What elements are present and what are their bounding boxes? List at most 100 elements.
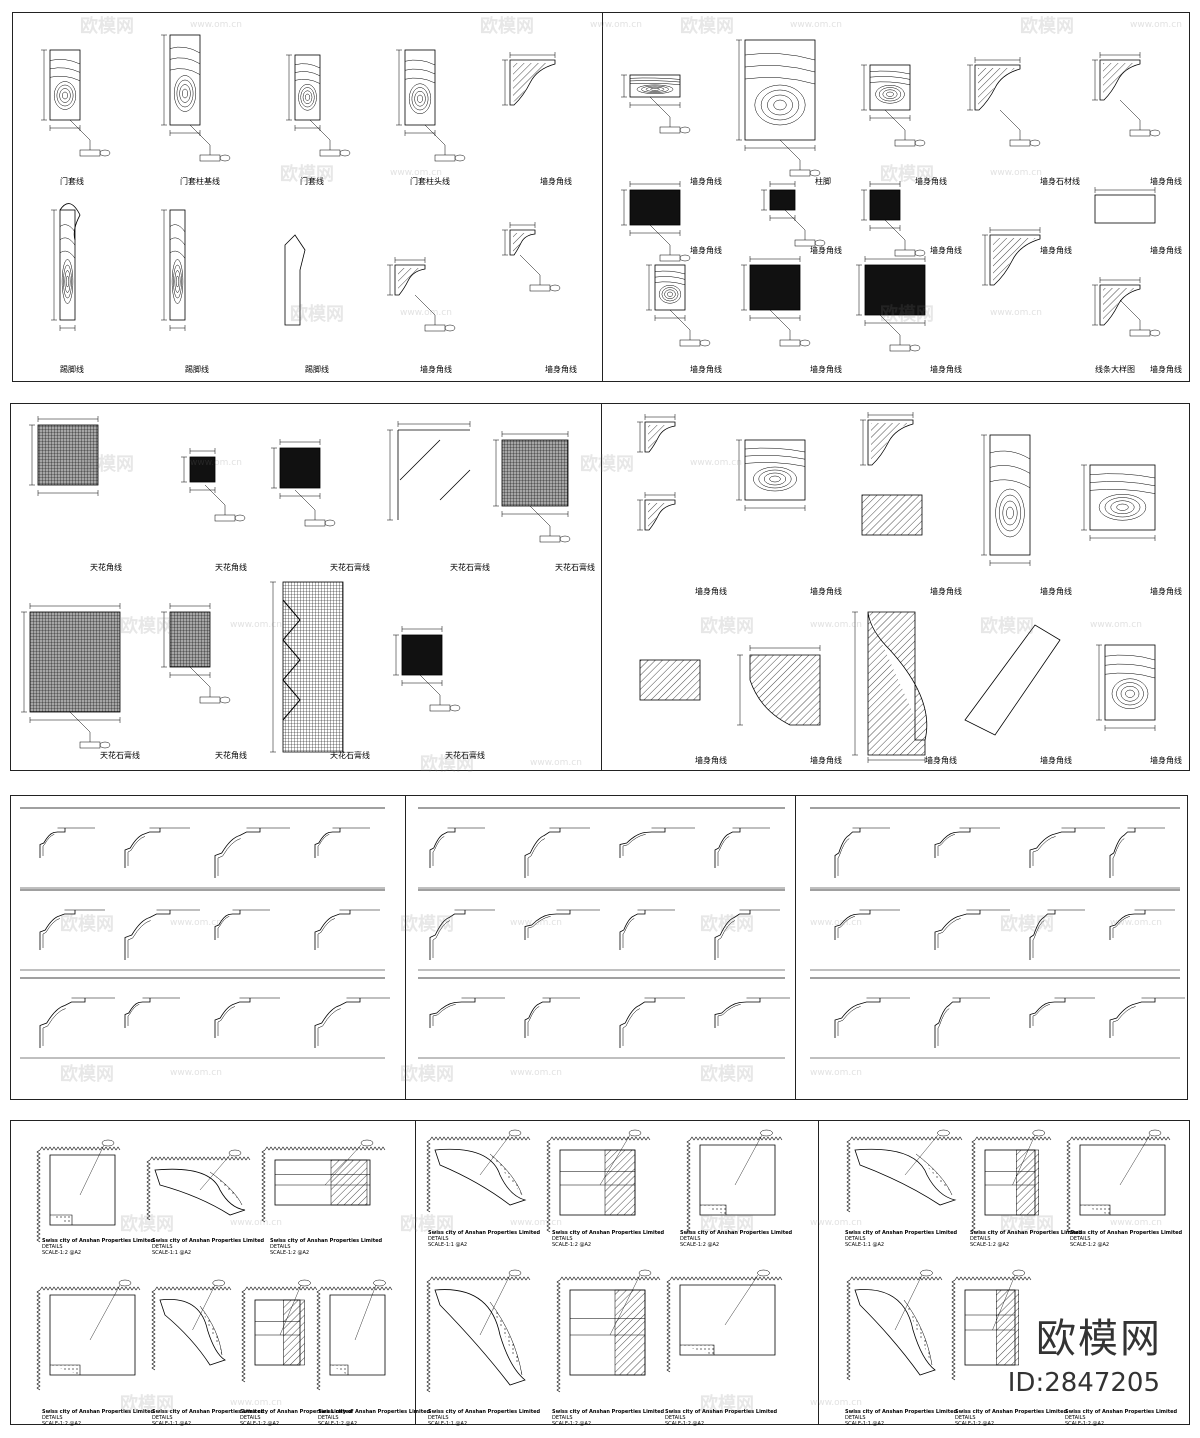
section-tag xyxy=(294,489,336,527)
cornice-profile xyxy=(394,264,426,296)
profile-wood xyxy=(744,439,806,501)
sheet3-label: 天花角线 xyxy=(215,751,247,760)
sheet4-label: 墙身角线 xyxy=(810,587,842,596)
section-detail xyxy=(569,1269,652,1376)
molding-line-profile xyxy=(714,827,770,868)
section-tag xyxy=(69,711,111,749)
section-tag xyxy=(309,119,351,157)
section-tag xyxy=(649,96,691,134)
sheet2-label: 墙身角线 xyxy=(915,177,947,186)
sheet3-label: 天花石膏线 xyxy=(100,751,140,760)
profile-wood xyxy=(169,209,186,321)
molding-line-profile xyxy=(124,997,180,1028)
section-detail xyxy=(559,1129,642,1216)
sheet2-label: 墙身角线 xyxy=(1150,365,1182,374)
molding-line-profile xyxy=(834,909,900,940)
molding-line-profile xyxy=(429,827,485,868)
sheet1-label: 墙身角线 xyxy=(420,365,452,374)
sheet2-label: 线条大样图 xyxy=(1095,365,1135,374)
sheet4-label: 墙身角线 xyxy=(1040,587,1072,596)
sheet1-label: 门套线 xyxy=(60,177,84,186)
sheet4-label: 墙身角线 xyxy=(930,587,962,596)
sheet1-label: 门套线 xyxy=(300,177,324,186)
molding-line-profile xyxy=(214,997,280,1038)
profile-wood xyxy=(404,49,436,126)
sheet1-label: 踢脚线 xyxy=(60,365,84,374)
section-tag xyxy=(784,209,826,247)
molding-line-profile xyxy=(1029,909,1085,960)
section-tag xyxy=(529,505,571,543)
profile-gypsum xyxy=(749,264,801,311)
section-detail xyxy=(679,1269,776,1356)
section-detail xyxy=(434,1269,526,1386)
section-tag xyxy=(189,124,231,162)
section-detail xyxy=(1079,1129,1166,1216)
section-tag xyxy=(189,666,231,704)
profile-wood xyxy=(629,74,681,98)
section-detail xyxy=(699,1129,776,1216)
sheet1-label: 门套柱头线 xyxy=(410,177,450,186)
profile-wood xyxy=(989,434,1031,556)
sheet-panel-5b xyxy=(405,795,796,1100)
molding-line-profile xyxy=(714,997,790,1028)
sheet2-label: 墙身角线 xyxy=(690,177,722,186)
profile-gypsum xyxy=(501,439,569,507)
molding-line-profile xyxy=(524,909,600,940)
profile-wood xyxy=(294,54,321,121)
molding-line-profile xyxy=(1029,997,1095,1028)
profile-gypsum xyxy=(169,611,211,668)
profile-wood xyxy=(1104,644,1156,721)
sheet1-label: 门套柱基线 xyxy=(180,177,220,186)
profile-gypsum xyxy=(401,634,443,676)
sheet2-label: 墙身角线 xyxy=(690,246,722,255)
section-tag xyxy=(1119,99,1161,137)
molding-line-profile xyxy=(314,909,380,950)
section-detail xyxy=(49,1139,116,1226)
sheet2-label: 墙身角线 xyxy=(810,246,842,255)
sheet2-label: 墙身角线 xyxy=(810,365,842,374)
brand-logo: 欧模网 xyxy=(1036,1316,1162,1362)
molding-line-profile xyxy=(39,827,95,858)
section-detail xyxy=(254,1279,311,1366)
profile-wood xyxy=(169,34,201,126)
molding-line-profile xyxy=(714,909,780,960)
profile-wood xyxy=(744,39,816,141)
molding-line-profile xyxy=(934,909,1010,950)
section-detail xyxy=(854,1269,936,1376)
section-tag xyxy=(414,294,456,332)
sheet2-label: 墙身角线 xyxy=(930,365,962,374)
molding-line-profile xyxy=(39,997,115,1048)
section-tag xyxy=(884,109,926,147)
sheet4-label: 墙身角线 xyxy=(810,756,842,765)
sheet4-label: 墙身角线 xyxy=(1150,587,1182,596)
section-tag xyxy=(769,309,811,347)
section-tag xyxy=(519,254,561,292)
profile-wood xyxy=(654,264,686,311)
profile-gypsum xyxy=(189,456,216,483)
molding-line-profile xyxy=(1109,997,1185,1038)
molding-line-profile xyxy=(619,827,695,858)
model-id: ID:2847205 xyxy=(1007,1368,1160,1398)
profile-gypsum xyxy=(279,447,321,489)
section-tag xyxy=(649,224,691,262)
sheet4-label: 墙身角线 xyxy=(925,756,957,765)
profile-gypsum xyxy=(37,424,99,486)
section-detail xyxy=(154,1149,246,1216)
section-tag xyxy=(879,314,921,352)
sheet2-label: 墙身石材线 xyxy=(1040,177,1080,186)
sheet2-label: 柱脚 xyxy=(815,177,831,186)
sheet3-label: 天花石膏线 xyxy=(555,563,595,572)
profile-wood xyxy=(49,49,81,121)
